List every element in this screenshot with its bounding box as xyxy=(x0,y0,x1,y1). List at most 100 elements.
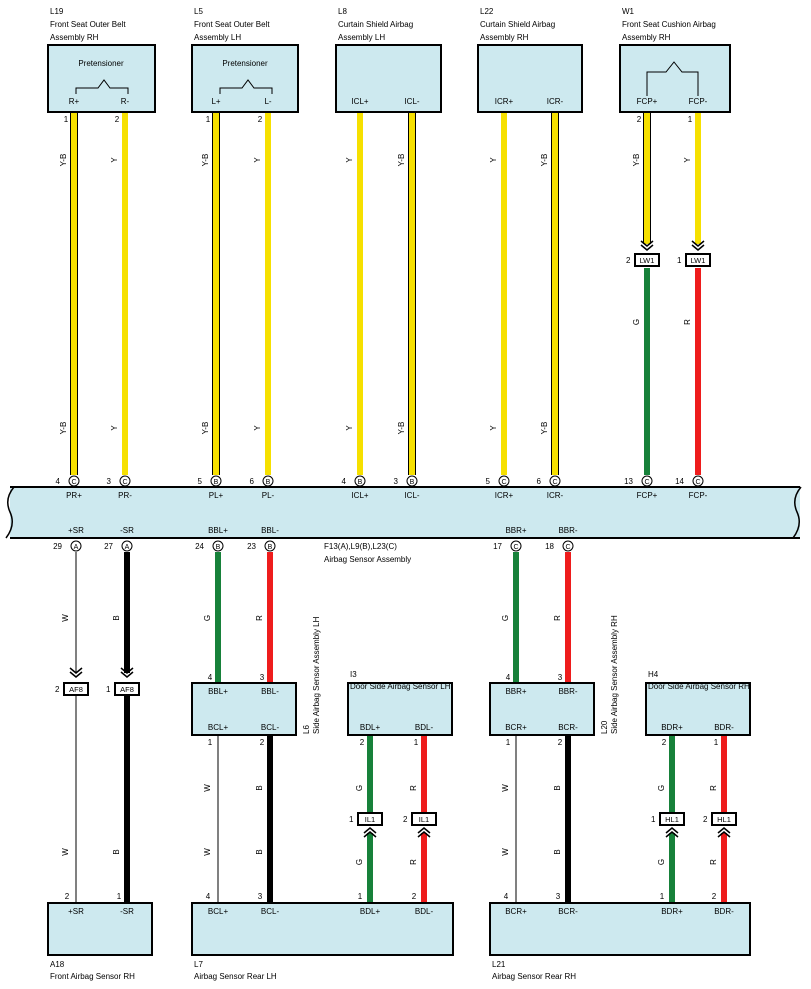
wire-bcr-minus xyxy=(565,735,571,903)
wire-color-label: W xyxy=(501,848,510,856)
pin-number: 4 xyxy=(208,673,213,682)
pin-number: 3 xyxy=(260,673,265,682)
inline-connector-8-box xyxy=(634,253,660,267)
ecu-break-right xyxy=(792,486,802,539)
terminal-label: BBL- xyxy=(261,687,279,696)
af8-connector-0-text: AF8 xyxy=(69,685,83,694)
terminal-label: BCL- xyxy=(261,907,280,916)
pin-number: 3 xyxy=(556,892,561,901)
door_sensor_lh-chevron-1-a xyxy=(417,831,431,838)
door_sensor_lh-box xyxy=(347,682,453,736)
wire-af8-minus-lower xyxy=(124,695,130,903)
component-name: Assembly RH xyxy=(622,33,671,42)
pin-number: 2 xyxy=(662,738,667,747)
ecu-name: F13(A),L9(B),L23(C) xyxy=(324,542,397,551)
wire-bcl-minus xyxy=(267,735,273,903)
door_sensor_rh-chevron-0-a xyxy=(665,831,679,838)
component-name: Assembly LH xyxy=(338,33,385,42)
connector-circle-lower-2 xyxy=(212,540,224,552)
pin-number: 1 xyxy=(506,738,511,747)
connector-circle-upper-2-letter: B xyxy=(214,479,219,486)
wire-color-label: B xyxy=(112,615,121,620)
ecu-terminal-label: PR- xyxy=(118,491,132,500)
ecu-terminal-label: ICR+ xyxy=(495,491,514,500)
pin-number: 1 xyxy=(206,115,211,124)
terminal-label: BCR+ xyxy=(505,907,527,916)
inline-pin: 1 xyxy=(677,256,682,265)
terminal-label: ICL+ xyxy=(351,97,368,106)
pin-number: 4 xyxy=(506,673,511,682)
pin-number: 2 xyxy=(558,738,563,747)
component-name: Airbag Sensor Rear LH xyxy=(194,972,277,981)
ecu-terminal-label: -SR xyxy=(120,526,134,535)
component-code: L6 xyxy=(302,725,311,734)
wire-color-label: Y xyxy=(345,425,354,431)
connector-circle-lower-0-letter: A xyxy=(74,544,79,551)
door_sensor_rh-inline-0-text: HL1 xyxy=(665,815,679,824)
door_sensor_rh-inline-1-text: HL1 xyxy=(717,815,731,824)
connector-circle-upper-5 xyxy=(406,475,418,487)
wire-color-label: R xyxy=(709,859,718,865)
inline-chevron-8-a xyxy=(640,240,654,247)
wire-upper-7 xyxy=(552,112,558,475)
door_sensor_rh-inline-1-box xyxy=(711,812,737,826)
connector-circle-upper-0-letter: C xyxy=(71,479,76,486)
component-name: Front Airbag Sensor RH xyxy=(50,972,135,981)
connector-circle-upper-8-letter: C xyxy=(644,479,649,486)
pin-number: 3 xyxy=(558,673,563,682)
component-box-2 xyxy=(335,44,442,113)
door_sensor_rh-wire-lower-0 xyxy=(669,833,675,903)
pin-number: 14 xyxy=(675,477,684,486)
wire-color-label: R xyxy=(683,319,692,325)
wire-color-label: R xyxy=(255,615,264,621)
pin-number: 1 xyxy=(64,115,69,124)
wire-bbl-plus xyxy=(215,552,221,683)
door_sensor_lh-wire-lower-1 xyxy=(421,833,427,903)
pin-number: 13 xyxy=(624,477,633,486)
component-code: A18 xyxy=(50,960,65,969)
connector-circle-upper-9 xyxy=(692,475,704,487)
component-code: L7 xyxy=(194,960,203,969)
wire-color-label: Y-B xyxy=(59,154,68,167)
pretensioner-symbol xyxy=(75,79,129,94)
pin-number: 4 xyxy=(342,477,347,486)
inline-pin: 2 xyxy=(55,685,60,694)
connector-circle-lower-4-letter: C xyxy=(513,544,518,551)
door_sensor_lh-wire-1 xyxy=(421,735,427,812)
terminal-label: -SR xyxy=(120,907,134,916)
inline-pin: 2 xyxy=(403,815,408,824)
terminal-label: +SR xyxy=(68,907,84,916)
wire-color-label: Y-B xyxy=(59,422,68,435)
terminal-label: R- xyxy=(121,97,130,106)
connector-circle-upper-6 xyxy=(498,475,510,487)
pin-number: 3 xyxy=(258,892,263,901)
wire-color-label: R xyxy=(709,785,718,791)
pin-number: 2 xyxy=(115,115,120,124)
inline-chevron-9-b xyxy=(691,244,705,251)
af8-chevron-1-a xyxy=(120,667,134,674)
terminal-label: FCP+ xyxy=(637,97,658,106)
pin-number: 4 xyxy=(56,477,61,486)
terminal-label: BCL+ xyxy=(208,723,229,732)
af8-connector-0-box xyxy=(63,682,89,696)
wire-af8-minus xyxy=(124,552,130,673)
door_sensor_lh-inline-0-text: IL1 xyxy=(365,815,375,824)
wire-color-label: W xyxy=(61,614,70,622)
inline-pin: 1 xyxy=(349,815,354,824)
component-code: L5 xyxy=(194,7,203,16)
ecu-terminal-label: BBR+ xyxy=(505,526,526,535)
door_sensor_rh-chevron-0-b xyxy=(665,827,679,834)
pin-number: 2 xyxy=(258,115,263,124)
terminal-label: BBL+ xyxy=(208,687,228,696)
component-code: L19 xyxy=(50,7,64,16)
wire-upper-9-lower xyxy=(695,268,701,475)
wire-color-label: Y xyxy=(345,157,354,163)
connector-circle-upper-2 xyxy=(210,475,222,487)
pin-number: 4 xyxy=(206,892,211,901)
terminal-label: ICL- xyxy=(404,97,419,106)
terminal-label: L+ xyxy=(211,97,220,106)
inline-pin: 2 xyxy=(626,256,631,265)
af8-chevron-0-b xyxy=(69,671,83,678)
ecu-terminal-label: ICL- xyxy=(404,491,419,500)
component-box-4 xyxy=(619,44,731,113)
